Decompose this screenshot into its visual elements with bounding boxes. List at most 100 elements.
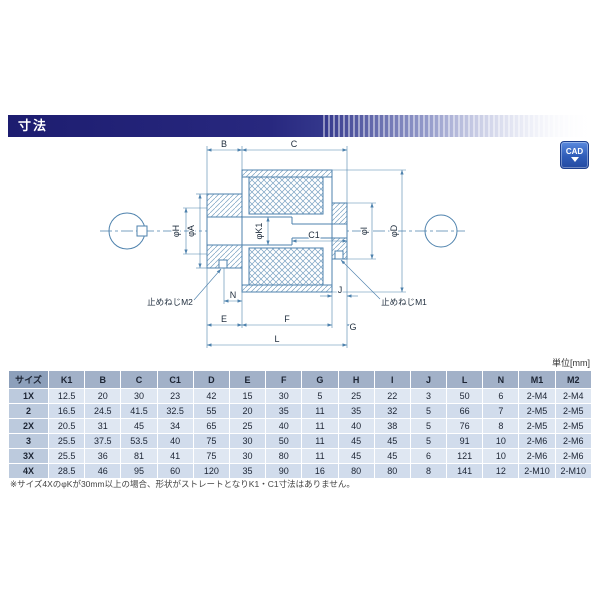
set-screw-m2-hole bbox=[218, 259, 228, 269]
value-cell: 37.5 bbox=[84, 433, 122, 449]
value-cell: 10 bbox=[482, 448, 520, 464]
value-cell: 80 bbox=[373, 463, 411, 479]
value-cell: 2-M4 bbox=[554, 388, 593, 404]
section-view bbox=[206, 169, 348, 293]
column-header: H bbox=[337, 370, 375, 389]
value-cell: 35 bbox=[265, 403, 303, 419]
left-end-view bbox=[108, 212, 148, 250]
value-cell: 23 bbox=[156, 388, 194, 404]
value-cell: 11 bbox=[301, 418, 339, 434]
column-header: C1 bbox=[156, 370, 194, 389]
footnote: ※サイズ4XのφKが30mm以上の場合、形状がストレートとなりK1・C1寸法はあ… bbox=[10, 479, 355, 489]
dim-label-phi-k1: φK1 bbox=[254, 223, 264, 240]
column-header: F bbox=[265, 370, 303, 389]
value-cell: 8 bbox=[409, 463, 448, 479]
dim-label-j: J bbox=[338, 285, 343, 295]
value-cell: 15 bbox=[228, 388, 267, 404]
value-cell: 81 bbox=[120, 448, 158, 464]
dim-label-c: C bbox=[291, 139, 298, 149]
value-cell: 22 bbox=[373, 388, 411, 404]
dim-label-n: N bbox=[230, 290, 237, 300]
value-cell: 6 bbox=[409, 448, 448, 464]
value-cell: 11 bbox=[301, 433, 339, 449]
size-cell: 3 bbox=[8, 433, 49, 449]
set-screw-m2-label: 止めねじM2 bbox=[147, 297, 193, 307]
value-cell: 55 bbox=[192, 403, 230, 419]
value-cell: 36 bbox=[84, 448, 122, 464]
cad-download-button[interactable]: CAD bbox=[560, 141, 589, 169]
value-cell: 2-M6 bbox=[518, 433, 556, 449]
value-cell: 5 bbox=[301, 388, 339, 404]
value-cell: 12.5 bbox=[47, 388, 86, 404]
value-cell: 5 bbox=[409, 418, 448, 434]
size-cell: 2 bbox=[8, 403, 49, 419]
keyway-slot bbox=[136, 225, 148, 237]
value-cell: 45 bbox=[373, 433, 411, 449]
set-screw-m1-label: 止めねじM1 bbox=[381, 297, 427, 307]
sleeve-wall-bottom bbox=[241, 284, 333, 293]
section-title-bar: 寸法 bbox=[8, 115, 592, 137]
right-hub-section-top bbox=[331, 202, 348, 225]
dim-label-e: E bbox=[221, 314, 227, 324]
value-cell: 35 bbox=[228, 463, 267, 479]
value-cell: 75 bbox=[192, 448, 230, 464]
value-cell: 40 bbox=[265, 418, 303, 434]
value-cell: 2-M5 bbox=[554, 403, 593, 419]
size-cell: 3X bbox=[8, 448, 49, 464]
dim-label-c1: C1 bbox=[308, 230, 320, 240]
coupling-views bbox=[100, 169, 465, 293]
value-cell: 42 bbox=[192, 388, 230, 404]
value-cell: 66 bbox=[446, 403, 484, 419]
column-header: L bbox=[446, 370, 484, 389]
dim-label-phi-a: φA bbox=[186, 225, 196, 237]
value-cell: 45 bbox=[337, 448, 375, 464]
value-cell: 91 bbox=[446, 433, 484, 449]
value-cell: 32.5 bbox=[156, 403, 194, 419]
value-cell: 80 bbox=[337, 463, 375, 479]
value-cell: 10 bbox=[482, 433, 520, 449]
value-cell: 141 bbox=[446, 463, 484, 479]
value-cell: 50 bbox=[446, 388, 484, 404]
value-cell: 16.5 bbox=[47, 403, 86, 419]
column-header: C bbox=[120, 370, 158, 389]
value-cell: 76 bbox=[446, 418, 484, 434]
column-header: M1 bbox=[518, 370, 556, 389]
column-header: I bbox=[373, 370, 411, 389]
value-cell: 53.5 bbox=[120, 433, 158, 449]
value-cell: 80 bbox=[265, 448, 303, 464]
dimension-labels: B C φH φA φK1 C1 φI φD N J E F G L 止めねじM… bbox=[146, 138, 428, 345]
value-cell: 2-M6 bbox=[554, 448, 593, 464]
value-cell: 12 bbox=[482, 463, 520, 479]
size-cell: 1X bbox=[8, 388, 49, 404]
value-cell: 41 bbox=[156, 448, 194, 464]
value-cell: 45 bbox=[373, 448, 411, 464]
column-header: サイズ bbox=[8, 370, 49, 389]
dim-label-phi-d: φD bbox=[389, 224, 399, 237]
elastomer-bottom bbox=[248, 247, 324, 286]
value-cell: 40 bbox=[337, 418, 375, 434]
column-header: E bbox=[228, 370, 267, 389]
value-cell: 30 bbox=[228, 433, 267, 449]
value-cell: 31 bbox=[84, 418, 122, 434]
value-cell: 65 bbox=[192, 418, 230, 434]
title-bar-stripes bbox=[323, 115, 592, 137]
value-cell: 11 bbox=[301, 403, 339, 419]
value-cell: 2-M5 bbox=[554, 418, 593, 434]
value-cell: 40 bbox=[156, 433, 194, 449]
value-cell: 2-M10 bbox=[518, 463, 556, 479]
value-cell: 41.5 bbox=[120, 403, 158, 419]
value-cell: 95 bbox=[120, 463, 158, 479]
elastomer-top bbox=[248, 176, 324, 215]
value-cell: 45 bbox=[120, 418, 158, 434]
column-header: M2 bbox=[554, 370, 593, 389]
technical-drawing: B C φH φA φK1 C1 φI φD N J E F G L 止めねじM… bbox=[100, 138, 465, 348]
value-cell: 6 bbox=[482, 388, 520, 404]
value-cell: 25.5 bbox=[47, 448, 86, 464]
